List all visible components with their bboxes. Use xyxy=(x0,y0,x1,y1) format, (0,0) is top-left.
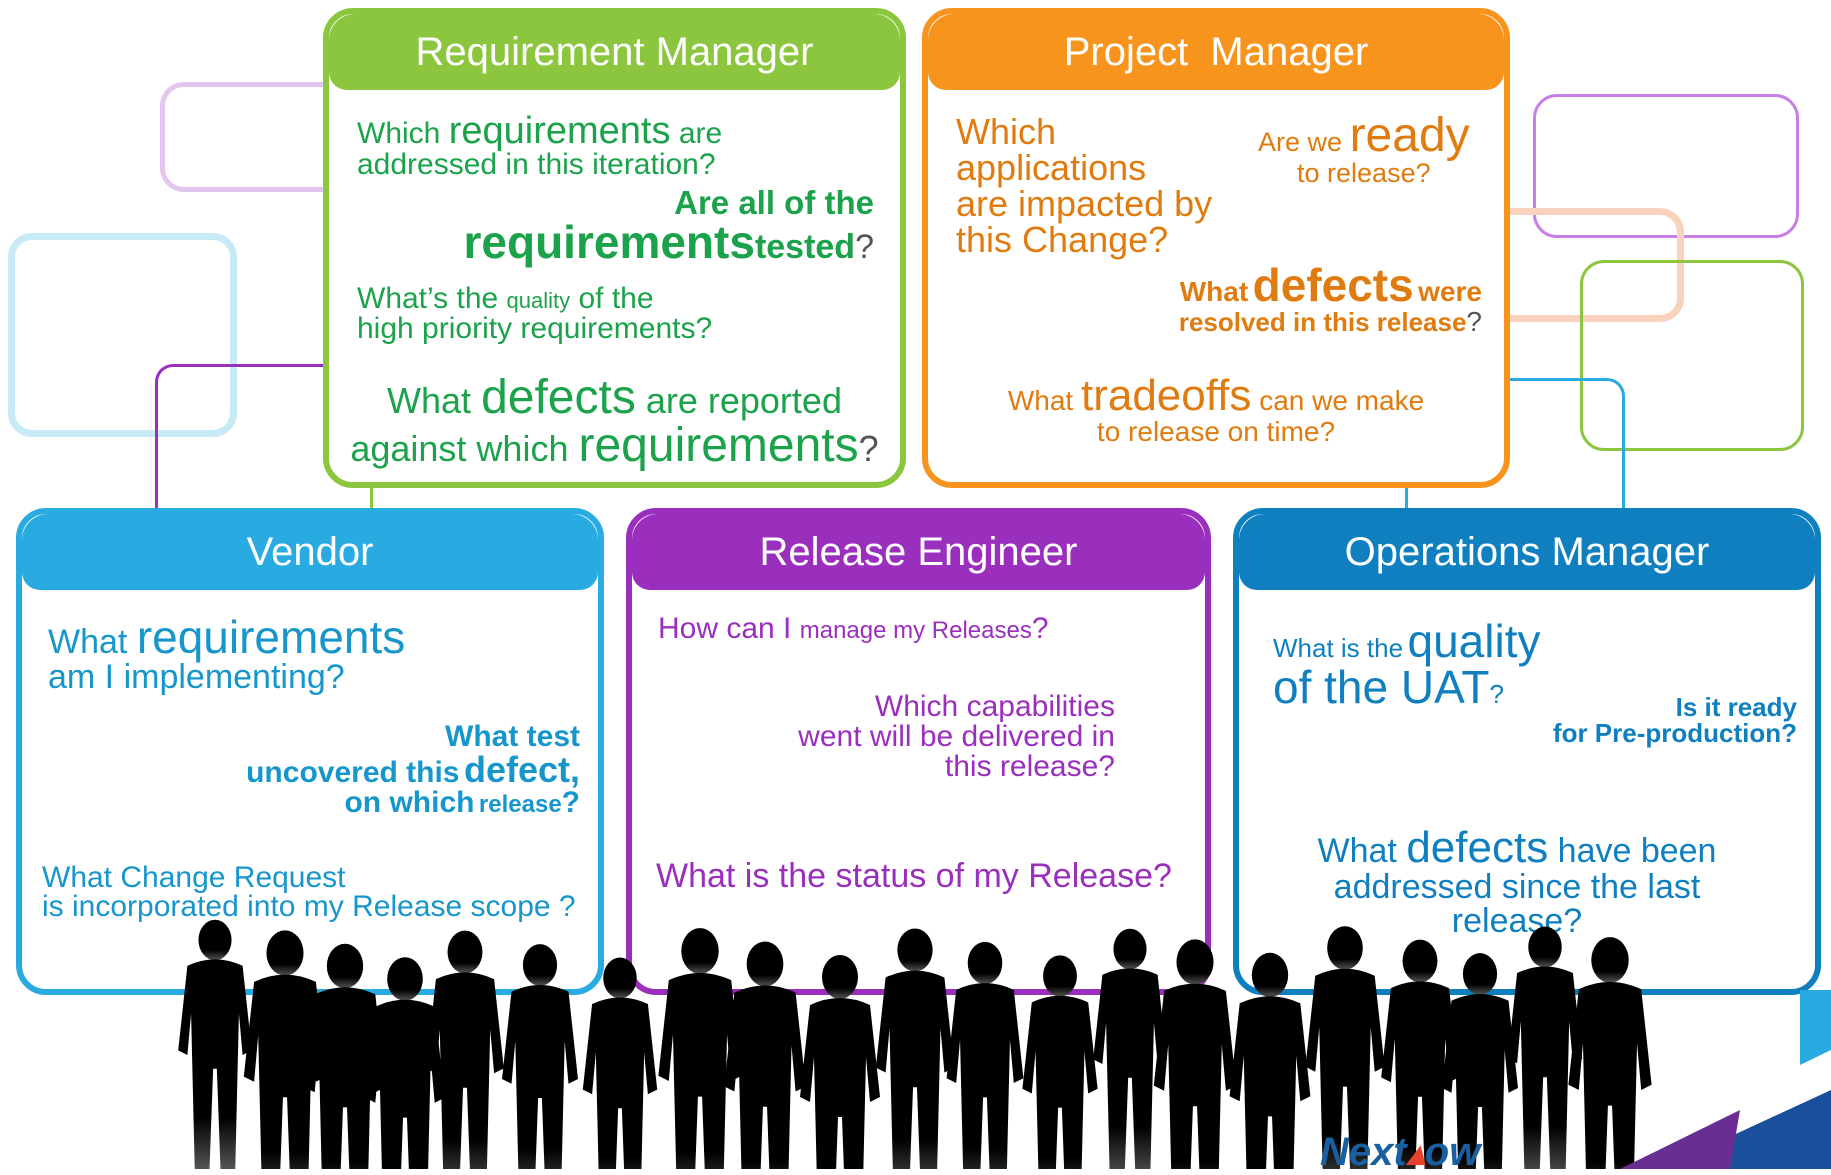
card-header: Requirement Manager xyxy=(329,14,900,90)
question-requirements-implementing: What requirements am I implementing? xyxy=(48,611,406,696)
person-silhouette xyxy=(1229,952,1311,1169)
question-quality-priority: What’s the quality of the high priority … xyxy=(357,282,713,345)
person-silhouette xyxy=(243,930,327,1169)
vendor-card: Vendor What requirements am I implementi… xyxy=(16,508,604,995)
person-silhouette xyxy=(304,943,386,1169)
person-silhouette xyxy=(1507,926,1583,1169)
deco-frame-purple-right xyxy=(1533,94,1799,238)
requirement-manager-card: Requirement Manager Which requirements a… xyxy=(323,8,906,488)
person-silhouette xyxy=(1022,955,1098,1169)
question-release-status: What is the status of my Release? xyxy=(656,857,1172,895)
deco-frame-green-right xyxy=(1580,260,1804,451)
deco-frame-lightblue-left xyxy=(8,233,237,437)
connector-blue-right xyxy=(1510,378,1625,511)
question-quality-of-uat: What is the quality of the UAT? xyxy=(1273,615,1541,713)
card-header: Vendor xyxy=(22,514,598,590)
person-silhouette xyxy=(946,941,1024,1169)
person-silhouette xyxy=(724,941,806,1169)
person-silhouette xyxy=(1305,926,1385,1169)
question-tradeoffs: What tradeoffs can we make to release on… xyxy=(1007,371,1425,447)
card-header: Operations Manager xyxy=(1239,514,1815,590)
card-title: Release Engineer xyxy=(759,530,1078,574)
corner-chevron-decoration xyxy=(1620,990,1831,1169)
card-title: Vendor xyxy=(246,530,374,574)
person-silhouette xyxy=(1093,928,1167,1169)
question-test-uncovered-defect: What test uncovered this defect, on whic… xyxy=(246,720,580,819)
question-defects-against-requirements: What defects are reported against which … xyxy=(350,371,879,472)
card-title: Requirement Manager xyxy=(415,30,814,74)
question-ready-for-preproduction: Is it ready for Pre-production? xyxy=(1552,692,1797,748)
card-title: Project Manager xyxy=(1063,30,1369,74)
person-silhouette xyxy=(178,919,252,1169)
person-silhouette xyxy=(875,928,955,1169)
person-silhouette xyxy=(582,957,658,1169)
connector-purple xyxy=(155,364,328,515)
card-header: Project Manager xyxy=(928,14,1504,90)
person-silhouette xyxy=(1381,939,1459,1169)
person-silhouette xyxy=(501,944,579,1169)
person-silhouette xyxy=(1568,937,1652,1169)
question-defects-addressed: What defects have been addressed since t… xyxy=(1317,823,1717,940)
person-silhouette xyxy=(658,928,742,1169)
question-ready-to-release: Are we ready to release? xyxy=(1258,109,1470,188)
person-silhouette xyxy=(1441,953,1519,1169)
connector-blue-stub xyxy=(1405,485,1408,513)
person-silhouette xyxy=(365,957,445,1169)
release-engineer-card: Release Engineer How can I manage my Rel… xyxy=(626,508,1211,995)
person-silhouette xyxy=(800,955,880,1169)
question-requirements-addressed: Which requirements are addressed in this… xyxy=(357,110,723,181)
question-requirements-tested: Are all of the requirementstested? xyxy=(463,184,875,268)
card-header: Release Engineer xyxy=(632,514,1205,590)
connector-green-stub xyxy=(370,485,373,513)
logo: Next▴ow xyxy=(1320,1130,1481,1174)
question-change-request: What Change Request is incorporated into… xyxy=(42,861,576,923)
person-silhouette xyxy=(426,930,504,1169)
question-manage-releases: How can I manage my Releases? xyxy=(658,612,1049,645)
question-defects-resolved: What defects were resolved in this relea… xyxy=(1178,259,1482,337)
card-title: Operations Manager xyxy=(1344,530,1710,574)
person-silhouette xyxy=(1153,939,1237,1169)
